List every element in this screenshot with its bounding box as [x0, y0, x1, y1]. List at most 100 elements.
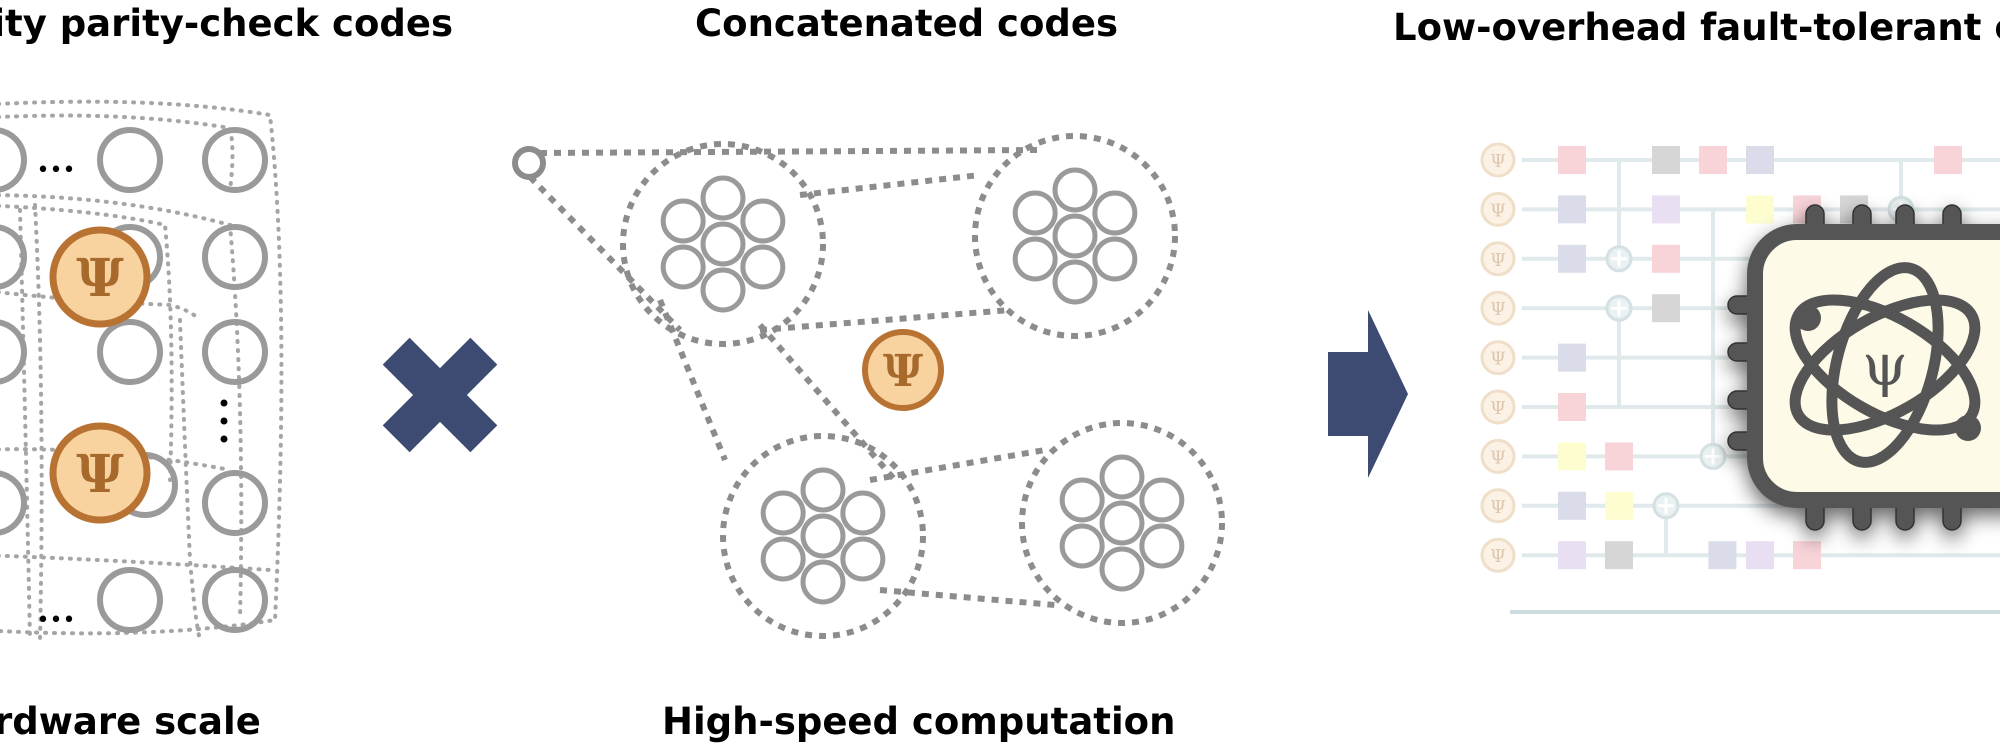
gate-pink: [1558, 393, 1586, 421]
caption-high-speed: High-speed computation: [662, 700, 1175, 743]
logical-qubit-psi: Ψ: [49, 422, 151, 524]
atom-icon: [1789, 262, 1981, 468]
psi-circle: [1480, 438, 1516, 474]
physical-qubit: [840, 490, 886, 536]
code-block: [972, 133, 1178, 339]
psi-symbol: Ψ: [1490, 250, 1506, 271]
physical-qubit: [1052, 213, 1098, 259]
logical-qubit-psi: Ψ: [862, 329, 944, 411]
concatenated-panel: Ψ: [512, 133, 1225, 639]
physical-qubit: [740, 244, 786, 290]
gate-pink: [1793, 541, 1821, 570]
psi-symbol: Ψ: [76, 444, 124, 505]
cnot-gate: [1605, 160, 1633, 273]
psi-symbol: Ψ: [1490, 447, 1506, 468]
physical-qubit: [760, 536, 806, 582]
title-concatenated: Concatenated codes: [695, 2, 1118, 45]
quantum-chip-icon: ψ: [1727, 204, 2000, 531]
gate-blue: [1558, 195, 1586, 224]
physical-qubit: [1092, 190, 1138, 236]
physical-qubit: [1139, 523, 1185, 569]
physical-qubit: [97, 319, 163, 385]
check-loop: [0, 99, 284, 636]
gate-blue: [1558, 491, 1586, 520]
physical-qubit: [800, 467, 846, 513]
gate-gray: [1652, 294, 1680, 323]
gate-yellow: [1558, 442, 1586, 471]
physical-qubit: [97, 127, 163, 193]
physical-qubit: [202, 224, 268, 290]
psi-symbol: Ψ: [1490, 398, 1506, 419]
physical-qubit: [700, 267, 746, 313]
plus-icon: [1611, 250, 1627, 267]
check-loop: [33, 203, 44, 642]
horizontal-ellipsis-bottom: •••: [37, 608, 76, 633]
physical-qubit: [202, 567, 268, 633]
input-qubit-psi: Ψ: [1480, 241, 1516, 277]
code-block: [620, 141, 826, 347]
psi-circle: [1480, 241, 1516, 277]
gate-purple: [1652, 195, 1680, 224]
plus-icon: [1611, 300, 1627, 317]
physical-qubit: [0, 127, 27, 193]
psi-symbol: Ψ: [1490, 349, 1506, 370]
physical-qubit: [1059, 477, 1105, 523]
physical-qubit: [740, 198, 786, 244]
physical-qubit: [1012, 190, 1058, 236]
input-qubit-psi: Ψ: [1480, 389, 1516, 425]
psi-circle: [1480, 142, 1516, 178]
chip-psi-symbol: ψ: [1862, 331, 1907, 399]
gate-blue: [1746, 146, 1774, 174]
title-ldpc: ity parity-check codes: [0, 2, 453, 45]
check-loop: [0, 447, 232, 472]
code-block: [1019, 420, 1225, 626]
physical-qubit: [202, 319, 268, 385]
input-qubit-psi: Ψ: [1480, 191, 1516, 227]
logical-qubit-psi: Ψ: [49, 226, 151, 328]
psi-circle: [1480, 191, 1516, 227]
cnot-gate: [1605, 294, 1633, 407]
psi-circle: [1480, 389, 1516, 425]
physical-qubit: [660, 198, 706, 244]
psi-symbol: Ψ: [76, 248, 124, 309]
gate-blue: [1558, 244, 1586, 273]
input-qubit-psi: Ψ: [1480, 142, 1516, 178]
physical-qubit: [97, 567, 163, 633]
psi-circle: [1480, 290, 1516, 326]
gate-blue: [1708, 541, 1737, 570]
gate-pink: [1652, 244, 1680, 273]
code-block-boundary: [972, 133, 1178, 339]
title-fault-tolerant: Low-overhead fault-tolerant c: [1393, 6, 2000, 49]
multiply-icon: [382, 337, 498, 453]
physical-qubit: [760, 490, 806, 536]
electron-dot: [1955, 415, 1981, 441]
physical-qubit: [1099, 500, 1145, 546]
physical-qubit: [700, 175, 746, 221]
horizontal-ellipsis: •••: [37, 158, 76, 183]
check-loop: [0, 193, 244, 622]
concatenation-links: [527, 147, 1056, 608]
gate-pink: [1934, 146, 1962, 174]
gate-yellow: [1605, 491, 1633, 520]
psi-symbol: Ψ: [883, 346, 923, 397]
physical-qubit: [1052, 167, 1098, 213]
gate-gray: [1605, 541, 1633, 570]
physical-qubit: [202, 470, 268, 536]
input-qubit-psi: Ψ: [1480, 340, 1516, 376]
physical-qubit: [0, 470, 27, 536]
code-block-boundary: [1019, 420, 1225, 626]
psi-symbol: Ψ: [1490, 546, 1506, 567]
physical-qubit: [512, 146, 546, 180]
vertical-ellipsis: [220, 399, 228, 443]
physical-qubit: [840, 536, 886, 582]
physical-qubit: [1099, 546, 1145, 592]
psi-symbol: Ψ: [1490, 200, 1506, 221]
physical-qubit: [1052, 259, 1098, 305]
physical-qubit: [1092, 236, 1138, 282]
electron-dot: [1795, 305, 1821, 331]
plus-icon: [1658, 497, 1674, 514]
psi-symbol: Ψ: [1490, 151, 1506, 172]
